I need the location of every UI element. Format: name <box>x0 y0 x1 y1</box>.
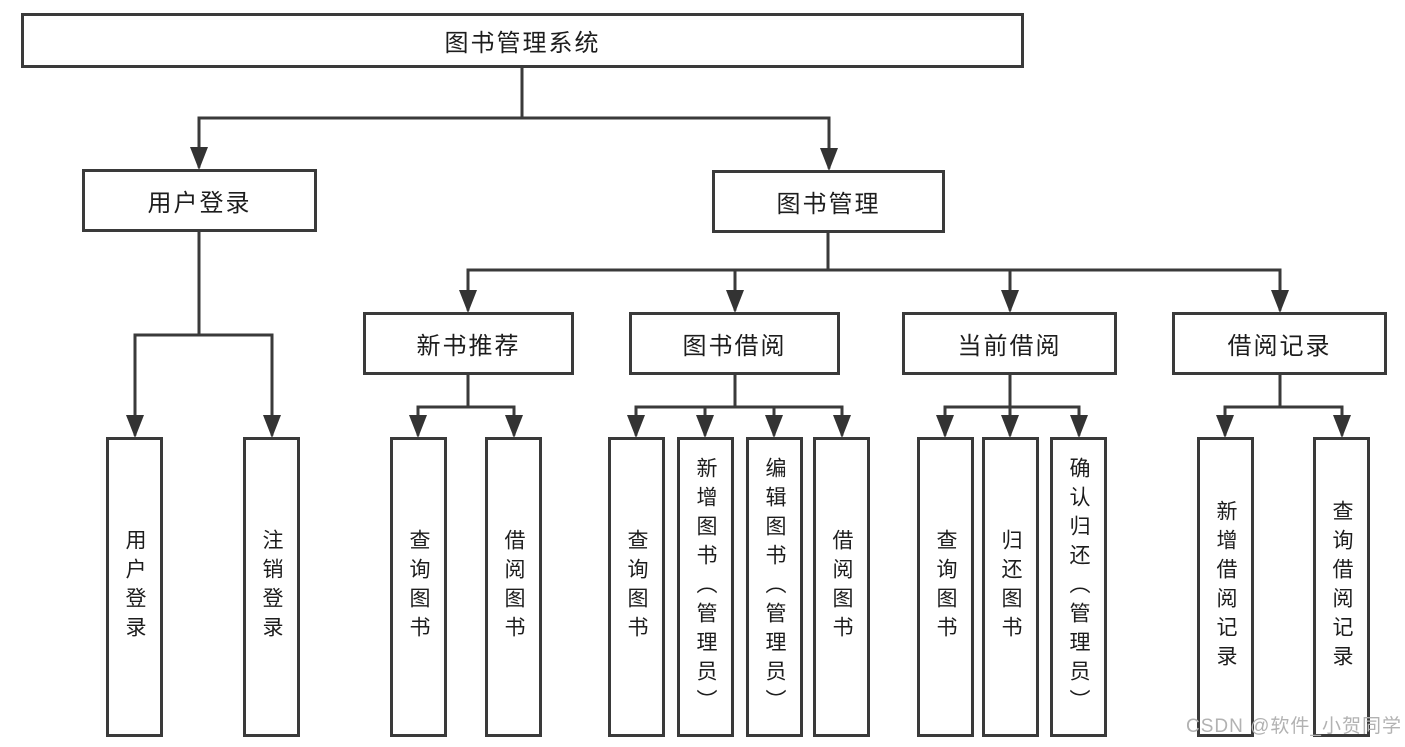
connector-newbook-branch <box>409 373 523 438</box>
node-root: 图书管理系统 <box>21 13 1024 68</box>
node-borrow-add-books-admin-label: 新增图书（管理员） <box>694 456 717 718</box>
node-borrow-query-books: 查询图书 <box>608 437 665 737</box>
connector-current-branch <box>936 373 1088 438</box>
node-current-confirm-return-admin: 确认归还（管理员） <box>1050 437 1107 737</box>
node-user-login-label: 用户登录 <box>147 190 252 217</box>
node-login-child-logout-label: 注销登录 <box>260 529 283 645</box>
node-category-book-borrow-label: 图书借阅 <box>682 333 787 360</box>
node-current-return-books: 归还图书 <box>982 437 1039 737</box>
csdn-watermark: CSDN @软件_小贺同学 <box>1186 716 1402 737</box>
connector-login-branch <box>126 230 281 438</box>
node-login-child-user-login-label: 用户登录 <box>123 529 146 645</box>
node-user-login: 用户登录 <box>82 169 317 232</box>
node-current-confirm-return-admin-label: 确认归还（管理员） <box>1067 456 1090 718</box>
node-login-child-user-login: 用户登录 <box>106 437 163 737</box>
node-borrow-add-books-admin: 新增图书（管理员） <box>677 437 734 737</box>
node-book-management: 图书管理 <box>712 170 945 233</box>
node-record-add-record-label: 新增借阅记录 <box>1214 500 1237 674</box>
node-current-query-books-label: 查询图书 <box>934 529 957 645</box>
node-category-current-borrow: 当前借阅 <box>902 312 1117 375</box>
node-borrow-edit-books-admin-label: 编辑图书（管理员） <box>763 456 786 718</box>
node-book-management-label: 图书管理 <box>776 191 881 218</box>
node-newbook-borrow-books-label: 借阅图书 <box>502 529 525 645</box>
connector-borrow-branch <box>627 373 851 438</box>
node-newbook-query-books-label: 查询图书 <box>407 529 430 645</box>
node-category-borrow-record-label: 借阅记录 <box>1227 333 1332 360</box>
node-current-query-books: 查询图书 <box>917 437 974 737</box>
node-category-borrow-record: 借阅记录 <box>1172 312 1387 375</box>
node-category-current-borrow-label: 当前借阅 <box>957 333 1062 360</box>
node-record-query-record-label: 查询借阅记录 <box>1330 500 1353 674</box>
node-borrow-borrow-books-label: 借阅图书 <box>830 529 853 645</box>
connector-record-branch <box>1216 373 1351 438</box>
node-root-label: 图书管理系统 <box>444 30 601 57</box>
node-newbook-borrow-books: 借阅图书 <box>485 437 542 737</box>
node-category-book-borrow: 图书借阅 <box>629 312 840 375</box>
node-borrow-query-books-label: 查询图书 <box>625 529 648 645</box>
node-login-child-logout: 注销登录 <box>243 437 300 737</box>
node-borrow-edit-books-admin: 编辑图书（管理员） <box>746 437 803 737</box>
node-category-new-book-label: 新书推荐 <box>416 333 521 360</box>
connector-management-branch <box>459 231 1289 313</box>
node-category-new-book: 新书推荐 <box>363 312 574 375</box>
node-current-return-books-label: 归还图书 <box>999 529 1022 645</box>
node-borrow-borrow-books: 借阅图书 <box>813 437 870 737</box>
connector-root-to-level2 <box>190 66 838 171</box>
node-record-query-record: 查询借阅记录 <box>1313 437 1370 737</box>
node-record-add-record: 新增借阅记录 <box>1197 437 1254 737</box>
node-newbook-query-books: 查询图书 <box>390 437 447 737</box>
